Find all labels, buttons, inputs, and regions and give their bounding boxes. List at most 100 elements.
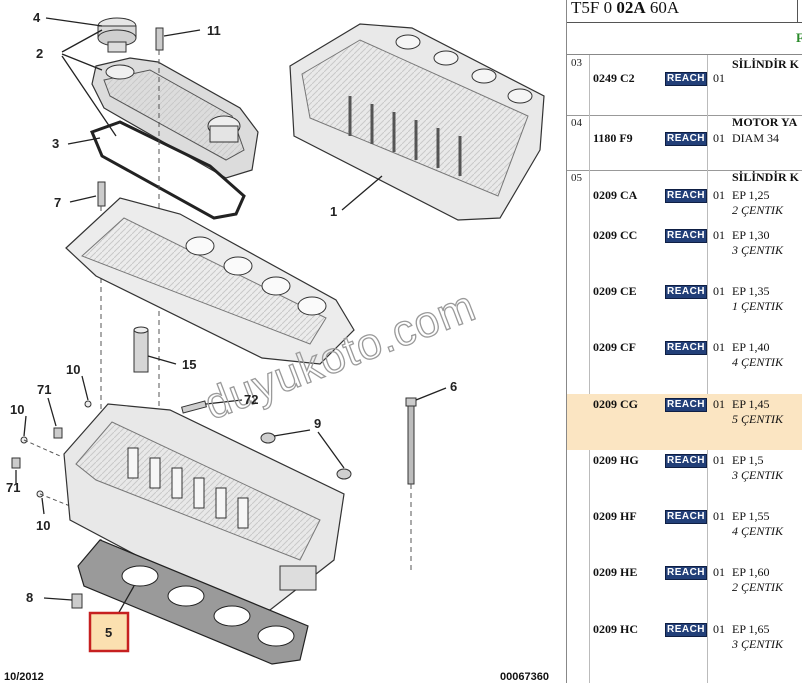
panel-subheader: F [567, 22, 802, 55]
reach-badge: REACH [665, 229, 707, 243]
part-number[interactable]: 0209 CG [593, 397, 638, 411]
thickness: EP 1,5 [732, 453, 764, 467]
callout-15: 15 [182, 357, 196, 372]
thickness: EP 1,40 [732, 340, 770, 354]
part-number[interactable]: 0249 C2 [593, 71, 635, 85]
callout-8: 8 [26, 590, 33, 605]
header-cell [797, 0, 802, 22]
part-row[interactable]: 1180 F9 REACH 01 MOTOR YA DIAM 34 [567, 115, 802, 170]
camshaft-carrier [65, 197, 355, 365]
notch-count: 5 ÇENTIK [732, 412, 784, 426]
section-heading: SİLİNDİR K [732, 170, 800, 184]
callout-9: 9 [314, 416, 321, 431]
part-number[interactable]: 0209 CE [593, 284, 637, 298]
reach-badge: REACH [665, 454, 707, 468]
assembled-cylinder-head [289, 23, 545, 221]
part-row[interactable]: 0209 CE REACH 01 EP 1,35 1 ÇENTIK [567, 281, 802, 337]
part-number[interactable]: 1180 F9 [593, 131, 633, 145]
part-number[interactable]: 0209 HC [593, 622, 638, 636]
title-prefix: T5F 0 [571, 0, 617, 17]
thickness: EP 1,45 [732, 397, 770, 411]
head-bolt [405, 397, 417, 570]
notch-count: 4 ÇENTIK [732, 524, 784, 538]
group-number: 03 [571, 57, 582, 69]
reach-badge: REACH [665, 341, 707, 355]
small-fittings [11, 400, 207, 507]
part-row[interactable]: 0209 HC REACH 01 EP 1,65 3 ÇENTIK [567, 619, 802, 675]
exploded-parts-diagram: duyukoto.com 4 2 11 3 1 7 15 10 71 10 72… [4, 10, 549, 683]
seal-rings [260, 432, 352, 480]
cover-gasket [90, 120, 246, 220]
part-row-highlighted[interactable]: 0209 CG REACH 01 EP 1,45 5 ÇENTIK [567, 394, 802, 450]
reach-badge: REACH [665, 510, 707, 524]
panel-header: T5F 0 02A 60A [567, 0, 802, 23]
quantity: 01 [713, 340, 725, 354]
quantity: 01 [713, 228, 725, 242]
notch-count: 3 ÇENTIK [732, 637, 784, 651]
part-row[interactable]: 0209 HE REACH 01 EP 1,60 2 ÇENTIK [567, 562, 802, 618]
quantity: 01 [713, 188, 725, 202]
thickness: EP 1,35 [732, 284, 770, 298]
section-03: 03 0249 C2 REACH 01 SİLİNDİR K [567, 55, 802, 116]
group-number: 04 [571, 117, 582, 129]
callout-10b: 10 [10, 402, 24, 417]
callout-10c: 10 [36, 518, 50, 533]
valve-cover [91, 57, 259, 179]
part-number[interactable]: 0209 CA [593, 188, 638, 202]
dowel-pin [71, 593, 83, 609]
callout-4: 4 [33, 10, 41, 25]
panel-title: T5F 0 02A 60A [571, 0, 679, 18]
part-number[interactable]: 0209 HE [593, 565, 638, 579]
callout-5[interactable]: 5 [105, 625, 112, 640]
notch-count: 3 ÇENTIK [732, 468, 784, 482]
reach-badge: REACH [665, 566, 707, 580]
callout-6: 6 [450, 379, 457, 394]
title-suffix: 60A [645, 0, 680, 17]
part-number[interactable]: 0209 CF [593, 340, 636, 354]
callout-71a: 71 [37, 382, 51, 397]
quantity: 01 [713, 131, 725, 145]
cylinder-head [63, 403, 345, 611]
notch-count: 2 ÇENTIK [732, 580, 784, 594]
footer-date: 10/2012 [4, 671, 44, 683]
reach-badge: REACH [665, 623, 707, 637]
section-04: 04 1180 F9 REACH 01 MOTOR YA DIAM 34 [567, 115, 802, 171]
thickness: EP 1,55 [732, 509, 770, 523]
part-row[interactable]: 0209 HF REACH 01 EP 1,55 4 ÇENTIK [567, 506, 802, 562]
footer-ref: 00067360 [500, 671, 549, 683]
reach-badge: REACH [665, 189, 707, 203]
thickness: EP 1,30 [732, 228, 770, 242]
title-bold: 02A [616, 0, 646, 17]
reach-badge: REACH [665, 72, 707, 86]
reach-badge: REACH [665, 285, 707, 299]
thickness: EP 1,65 [732, 622, 770, 636]
notch-count: 1 ÇENTIK [732, 299, 784, 313]
callout-3: 3 [52, 136, 59, 151]
part-row[interactable]: 0249 C2 REACH 01 SİLİNDİR K [567, 55, 802, 115]
part-number[interactable]: 0209 CC [593, 228, 638, 242]
callout-11: 11 [207, 23, 221, 38]
callout-labels: 4 2 11 3 1 7 15 10 71 10 72 6 9 71 10 8 [6, 10, 457, 605]
part-number[interactable]: 0209 HG [593, 453, 639, 467]
quantity: 01 [713, 71, 725, 85]
callout-72: 72 [244, 392, 258, 407]
callout-5-highlight[interactable]: 5 [88, 611, 130, 653]
part-row[interactable]: 0209 CF REACH 01 EP 1,40 4 ÇENTIK [567, 337, 802, 393]
part-row[interactable]: 0209 HG REACH 01 EP 1,5 3 ÇENTIK [567, 450, 802, 506]
quantity: 01 [713, 565, 725, 579]
parts-list-panel: T5F 0 02A 60A F 03 0249 C2 REACH 01 SİLİ… [566, 0, 802, 683]
description-detail: DIAM 34 [732, 131, 779, 145]
leader-lines [15, 17, 447, 615]
sleeve [133, 326, 149, 373]
oil-filler-cap [97, 17, 137, 53]
callout-1: 1 [330, 204, 337, 219]
callout-7: 7 [54, 195, 61, 210]
description: SİLİNDİR K [732, 57, 800, 71]
part-number[interactable]: 0209 HF [593, 509, 637, 523]
reach-badge: REACH [665, 398, 707, 412]
part-row[interactable]: 0209 CC REACH 01 EP 1,30 3 ÇENTIK [567, 225, 802, 281]
subheader-tag: F [796, 30, 802, 45]
part-row[interactable]: 0209 CA REACH 01 EP 1,25 2 ÇENTIK [567, 184, 802, 224]
description: MOTOR YA [732, 115, 798, 129]
reach-badge: REACH [665, 132, 707, 146]
